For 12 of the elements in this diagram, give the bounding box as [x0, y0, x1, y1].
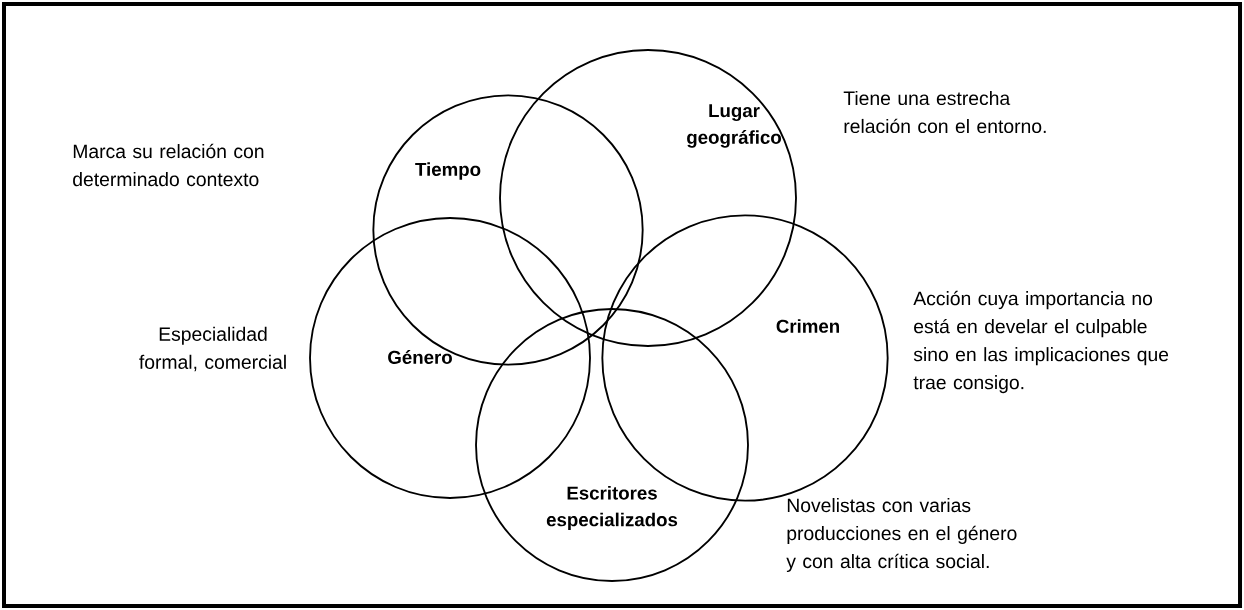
annotation-text: Tiene una estrecha relación con el entorno. — [843, 90, 1046, 134]
annotation-text: Acción cuya importancia no está en develar el culpable sino en las implicaciones que trae consigo. — [913, 290, 1169, 394]
circle-label: Género — [388, 350, 452, 364]
circle-label: Tiempo — [415, 162, 481, 180]
circle-label: Crimen — [776, 319, 839, 333]
annotation-text: Novelistas con varias producciones en el género y con alta crítica social. — [786, 498, 1017, 572]
circle-label: Escritores especializados — [546, 485, 678, 531]
annotation-text: Especialidad formal, comercial — [139, 326, 286, 372]
venn-circle — [475, 308, 749, 582]
annotation-text: Marca su relación con determinado contexto — [73, 143, 264, 187]
circle-label: Lugar geográfico — [687, 104, 781, 148]
venn-circle — [372, 94, 644, 366]
